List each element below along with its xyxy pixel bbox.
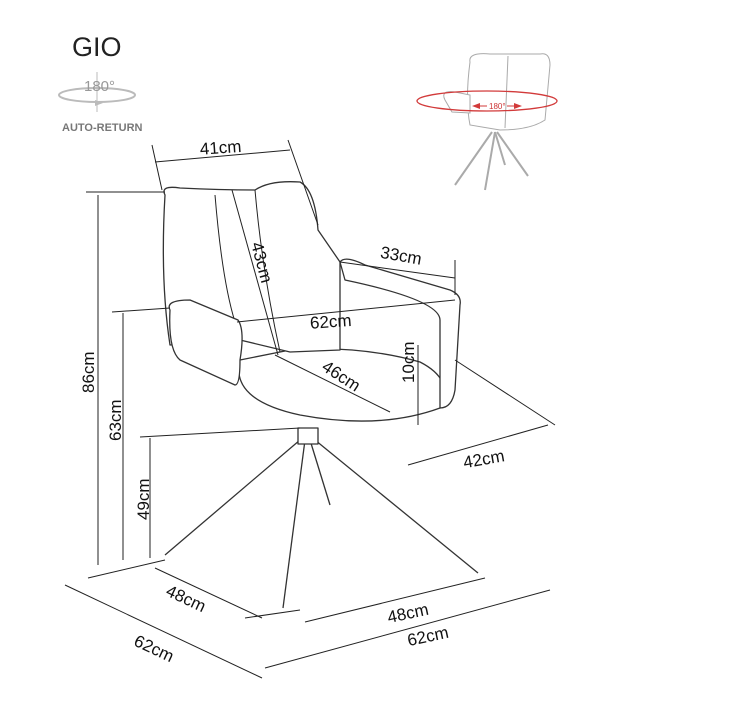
rotation-thumbnail (416, 53, 558, 191)
chair-drawing (162, 181, 479, 609)
dim-base-width: 48cm (386, 600, 431, 627)
product-name: GIO (72, 32, 122, 62)
dim-base-depth: 48cm (163, 581, 209, 616)
dim-armrest-height: 10cm (399, 341, 418, 383)
dim-total-height: 86cm (79, 351, 98, 393)
dim-armrest-length: 33cm (379, 243, 423, 269)
rotation-icon (58, 72, 136, 112)
dim-total-width: 62cm (406, 623, 451, 650)
dimension-lines (64, 139, 556, 679)
dim-seat-width: 42cm (462, 446, 506, 472)
thumbnail-rotation-label: 180° (489, 102, 506, 111)
dim-seat-height: 49cm (134, 478, 153, 520)
rotation-label: 180° (84, 78, 115, 95)
dim-overall-width-inner: 62cm (309, 311, 352, 333)
dim-total-depth: 62cm (131, 631, 177, 666)
dim-armrest-floor-height: 63cm (106, 399, 125, 441)
dim-backrest-width: 41cm (199, 137, 242, 159)
auto-return-label: AUTO-RETURN (62, 122, 143, 134)
